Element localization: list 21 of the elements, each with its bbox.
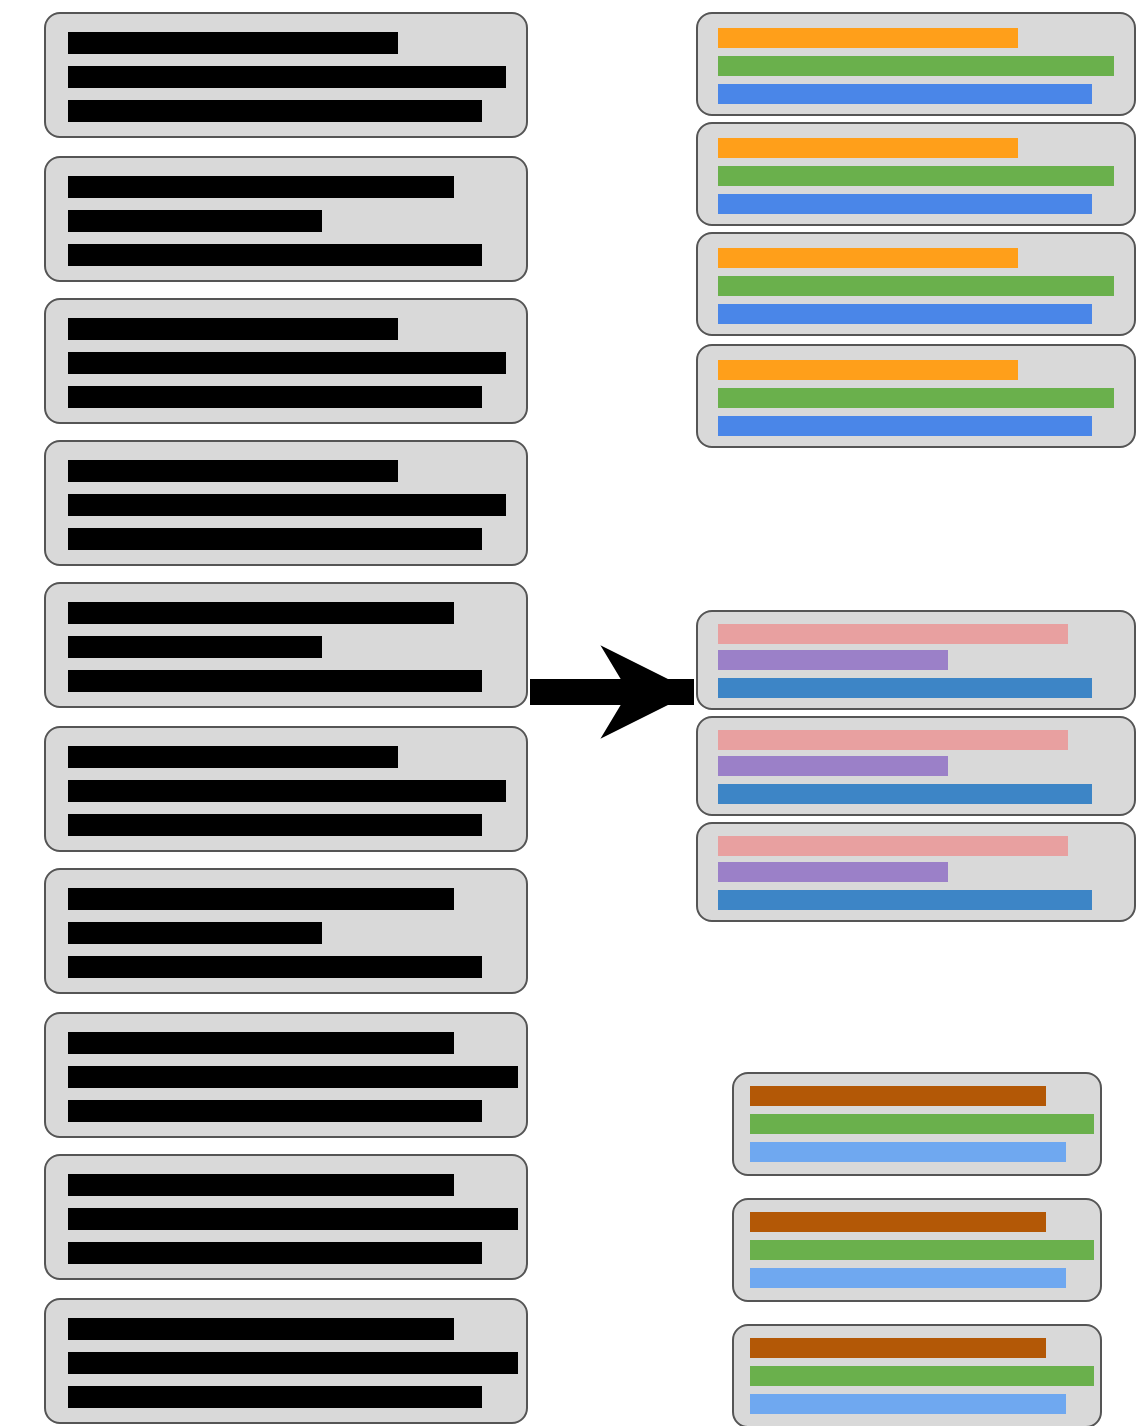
card — [44, 726, 528, 852]
card — [696, 344, 1136, 448]
card — [696, 12, 1136, 116]
card — [732, 1072, 1102, 1176]
card — [44, 1154, 528, 1280]
card — [44, 298, 528, 424]
card — [696, 610, 1136, 710]
arrow — [530, 645, 694, 739]
card — [44, 1298, 528, 1424]
card — [696, 122, 1136, 226]
card — [732, 1198, 1102, 1302]
card — [44, 156, 528, 282]
card — [44, 582, 528, 708]
card — [44, 868, 528, 994]
card — [44, 1012, 528, 1138]
card — [44, 440, 528, 566]
card — [732, 1324, 1102, 1426]
card — [696, 232, 1136, 336]
card — [44, 12, 528, 138]
card — [696, 716, 1136, 816]
card — [696, 822, 1136, 922]
